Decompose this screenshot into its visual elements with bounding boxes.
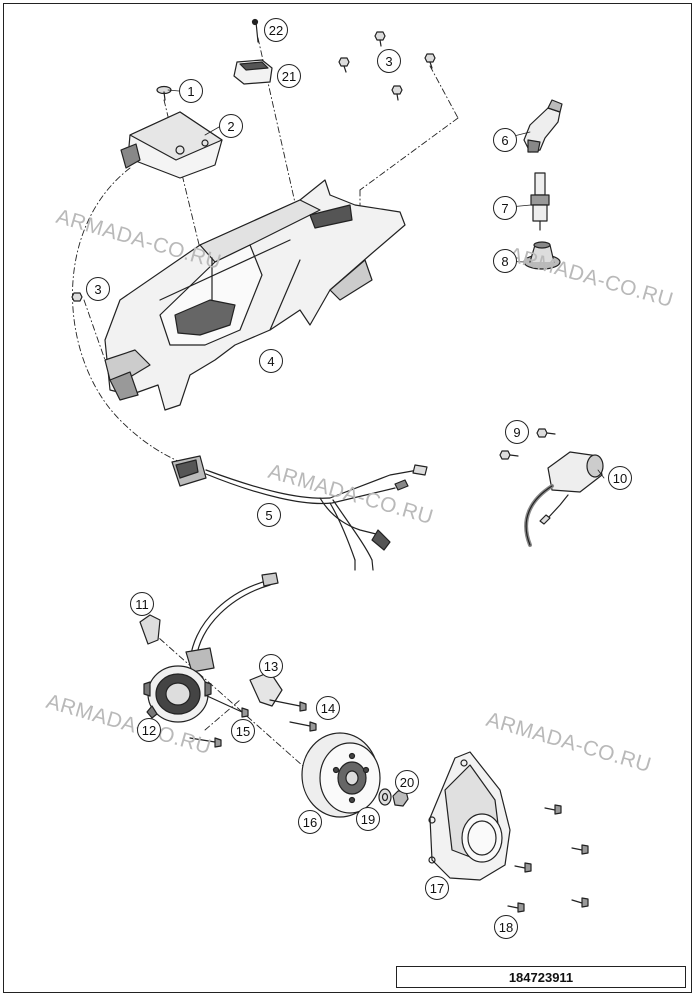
seal-part-8 bbox=[523, 241, 561, 270]
ignition-coil-part-10 bbox=[524, 451, 604, 547]
callout-19: 19 bbox=[356, 807, 380, 831]
rotor-part-16 bbox=[301, 732, 381, 818]
callout-10: 10 bbox=[608, 466, 632, 490]
control-unit-part-2 bbox=[120, 111, 223, 179]
diagram-number: 184723911 bbox=[508, 969, 574, 985]
switch-part-21 bbox=[233, 59, 273, 85]
callout-15: 15 bbox=[231, 719, 255, 743]
callout-14: 14 bbox=[316, 696, 340, 720]
screws-part-14-15 bbox=[189, 694, 317, 748]
callout-2: 2 bbox=[219, 114, 243, 138]
callout-18: 18 bbox=[494, 915, 518, 939]
callout-5: 5 bbox=[257, 503, 281, 527]
leader-lines bbox=[72, 37, 459, 791]
callout-17: 17 bbox=[425, 876, 449, 900]
drawing-frame bbox=[3, 3, 692, 993]
callout-1: 1 bbox=[179, 79, 203, 103]
bolts-part-3-top bbox=[338, 31, 436, 101]
callout-4: 4 bbox=[259, 349, 283, 373]
spark-plug-cap-part-6 bbox=[523, 99, 563, 153]
callout-20: 20 bbox=[395, 770, 419, 794]
cover-part-17 bbox=[428, 751, 511, 881]
stator-part-12 bbox=[143, 665, 212, 723]
callout-7: 7 bbox=[493, 196, 517, 220]
callout-3-top: 3 bbox=[377, 49, 401, 73]
bolt-part-3-left bbox=[71, 292, 83, 302]
callout-11: 11 bbox=[130, 592, 154, 616]
subframe-part-4 bbox=[104, 179, 406, 411]
spark-plug-part-7 bbox=[530, 172, 550, 231]
bolts-part-18 bbox=[507, 804, 589, 913]
callout-12: 12 bbox=[137, 718, 161, 742]
callout-8: 8 bbox=[493, 249, 517, 273]
screw-part-22 bbox=[251, 18, 259, 43]
callout-21: 21 bbox=[277, 64, 301, 88]
callout-16: 16 bbox=[298, 810, 322, 834]
callout-22: 22 bbox=[264, 18, 288, 42]
diagram-number-box: 184723911 bbox=[396, 966, 686, 988]
washer-nut-part-19-20 bbox=[378, 788, 409, 807]
wiring-harness-part-5 bbox=[171, 455, 428, 571]
screw-part-1 bbox=[156, 85, 172, 101]
pickup-part-11 bbox=[139, 572, 279, 673]
callout-6: 6 bbox=[493, 128, 517, 152]
callout-3-left: 3 bbox=[86, 277, 110, 301]
callout-13: 13 bbox=[259, 654, 283, 678]
callout-9: 9 bbox=[505, 420, 529, 444]
bolts-part-9 bbox=[499, 428, 556, 460]
